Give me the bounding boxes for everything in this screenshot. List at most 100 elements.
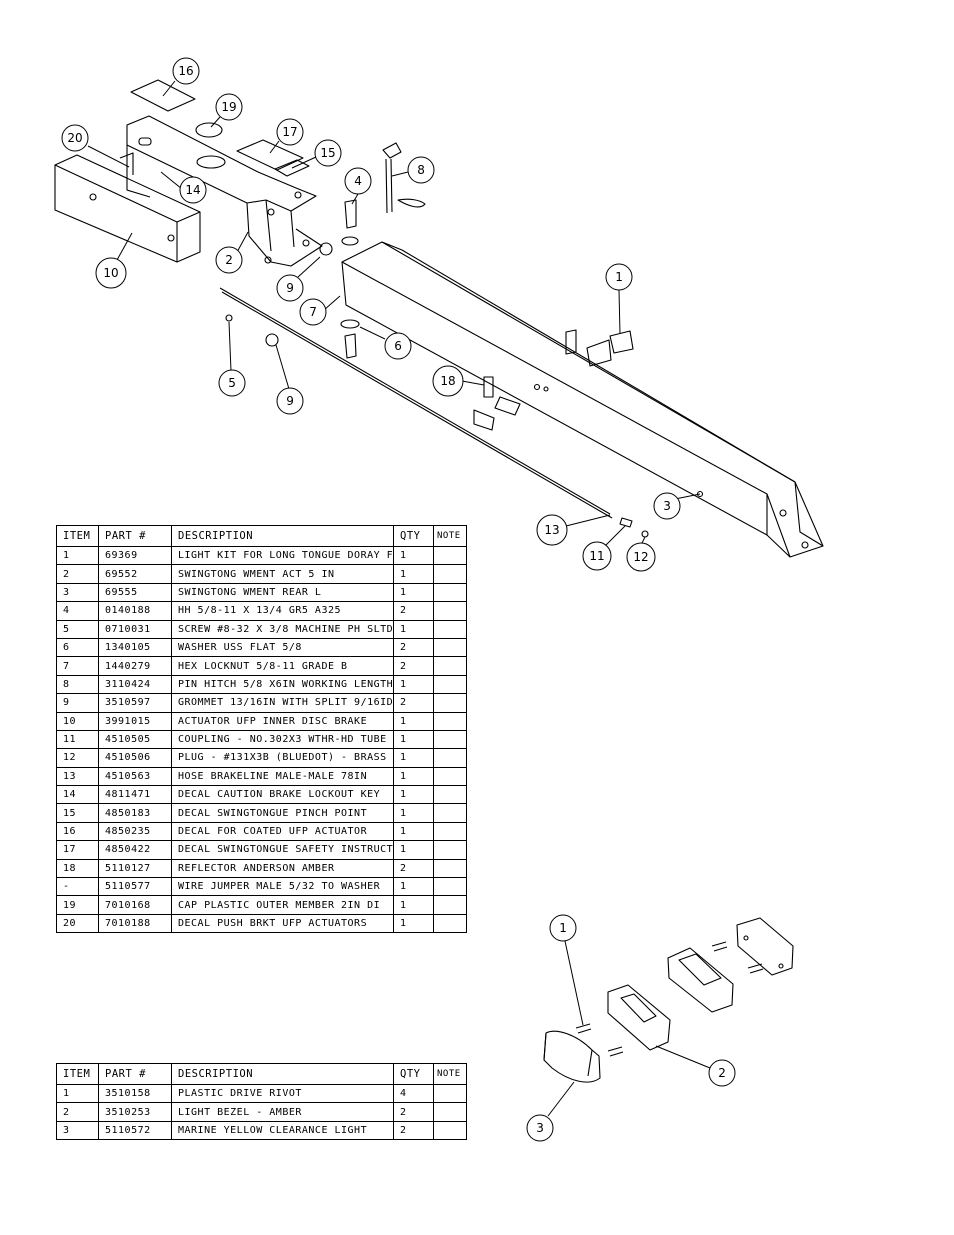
- svg-text:12: 12: [633, 550, 648, 564]
- cell-part: 4510563: [98, 766, 172, 787]
- cell-description: HH 5/8-11 X 13/4 GR5 A325: [171, 601, 394, 621]
- cell-description: WASHER USS FLAT 5/8: [171, 637, 394, 658]
- cell-description: REFLECTOR ANDERSON AMBER: [171, 858, 394, 879]
- tongue-shape: [341, 241, 824, 558]
- svg-text:17: 17: [282, 125, 297, 139]
- svg-text:15: 15: [320, 146, 335, 160]
- cell-note: [433, 858, 467, 879]
- cell-item: 1: [56, 545, 99, 566]
- cell-part: 5110577: [98, 877, 172, 897]
- cell-description: PLASTIC DRIVE RIVOT: [171, 1083, 394, 1104]
- cell-item: 2: [56, 1102, 99, 1122]
- col-header-description: DESCRIPTION: [171, 525, 394, 547]
- table-header-row: ITEM PART # DESCRIPTION QTY NOTE: [56, 525, 467, 547]
- cell-description: DECAL FOR COATED UFP ACTUATOR: [171, 821, 394, 842]
- cap-19-shape: [195, 122, 223, 138]
- cell-qty: 1: [393, 877, 434, 897]
- col-header-qty: QTY: [393, 525, 434, 547]
- cell-qty: 1: [393, 895, 434, 915]
- cell-part: 7010188: [98, 913, 172, 934]
- cell-note: [433, 877, 467, 897]
- svg-text:2: 2: [718, 1066, 726, 1080]
- callout-bubble: 9: [276, 274, 304, 302]
- cell-note: [433, 1102, 467, 1122]
- cell-note: [433, 840, 467, 860]
- cell-note: [433, 766, 467, 787]
- cell-qty: 1: [393, 619, 434, 639]
- cell-description: DECAL CAUTION BRAKE LOCKOUT KEY: [171, 785, 394, 805]
- callout-bubble: 17: [276, 118, 304, 146]
- main-callouts: 16 19 20 17 15 4 8 14 2 10 9 7 6 1 5 9 1…: [61, 57, 681, 572]
- cell-part: 7010168: [98, 895, 172, 915]
- light-kit-drawing: [543, 917, 794, 1083]
- cell-qty: 1: [393, 564, 434, 584]
- cell-item: 13: [56, 766, 99, 787]
- callout-bubble: 5: [218, 369, 246, 397]
- cell-note: [433, 803, 467, 823]
- reflector-18-shape: [483, 376, 494, 398]
- cell-part: 3110424: [98, 674, 172, 695]
- callout-bubble: 4: [344, 167, 372, 195]
- svg-text:3: 3: [663, 499, 671, 513]
- cell-item: 9: [56, 693, 99, 713]
- cell-qty: 1: [393, 913, 434, 934]
- cell-note: [433, 674, 467, 695]
- cell-description: PIN HITCH 5/8 X6IN WORKING LENGTH: [171, 674, 394, 695]
- cell-note: [433, 656, 467, 676]
- cell-description: DECAL SWINGTONGUE PINCH POINT: [171, 803, 394, 823]
- cell-part: 3991015: [98, 711, 172, 731]
- cell-item: 7: [56, 656, 99, 676]
- cell-item: 4: [56, 601, 99, 621]
- cell-note: [433, 729, 467, 750]
- col-header-item: ITEM: [56, 1063, 99, 1085]
- cell-part: 69552: [98, 564, 172, 584]
- svg-text:2: 2: [225, 253, 233, 267]
- cell-qty: 1: [393, 766, 434, 787]
- cell-item: 17: [56, 840, 99, 860]
- callout-bubble: 7: [299, 298, 327, 326]
- cell-qty: 1: [393, 674, 434, 695]
- cell-item: 16: [56, 821, 99, 842]
- callout-bubble: 2: [708, 1059, 736, 1087]
- cell-item: 11: [56, 729, 99, 750]
- cell-qty: 1: [393, 821, 434, 842]
- cell-description: PLUG - #131X3B (BLUEDOT) - BRASS: [171, 748, 394, 768]
- cell-item: 19: [56, 895, 99, 915]
- cell-item: 1: [56, 1083, 99, 1104]
- light-bezel-shape: [607, 984, 671, 1051]
- cell-part: 5110127: [98, 858, 172, 879]
- svg-text:20: 20: [67, 131, 82, 145]
- cell-description: SWINGTONG WMENT ACT 5 IN: [171, 564, 394, 584]
- cell-item: 20: [56, 913, 99, 934]
- col-header-note: NOTE: [433, 1063, 467, 1085]
- cell-description: SWINGTONG WMENT REAR L: [171, 582, 394, 603]
- cell-item: 5: [56, 619, 99, 639]
- cell-description: HEX LOCKNUT 5/8-11 GRADE B: [171, 656, 394, 676]
- light-lens-shape: [736, 917, 794, 976]
- cell-part: 4850422: [98, 840, 172, 860]
- cell-part: 4850235: [98, 821, 172, 842]
- cell-part: 4510506: [98, 748, 172, 768]
- cell-description: LIGHT KIT FOR LONG TONGUE DORAY FG: [171, 545, 394, 566]
- col-header-description: DESCRIPTION: [171, 1063, 394, 1085]
- cell-note: [433, 601, 467, 621]
- col-header-part: PART #: [98, 525, 172, 547]
- cell-part: 1340105: [98, 637, 172, 658]
- cell-qty: 1: [393, 748, 434, 768]
- cell-qty: 2: [393, 601, 434, 621]
- cell-note: [433, 564, 467, 584]
- svg-text:10: 10: [103, 266, 118, 280]
- callout-bubble: 13: [536, 514, 568, 546]
